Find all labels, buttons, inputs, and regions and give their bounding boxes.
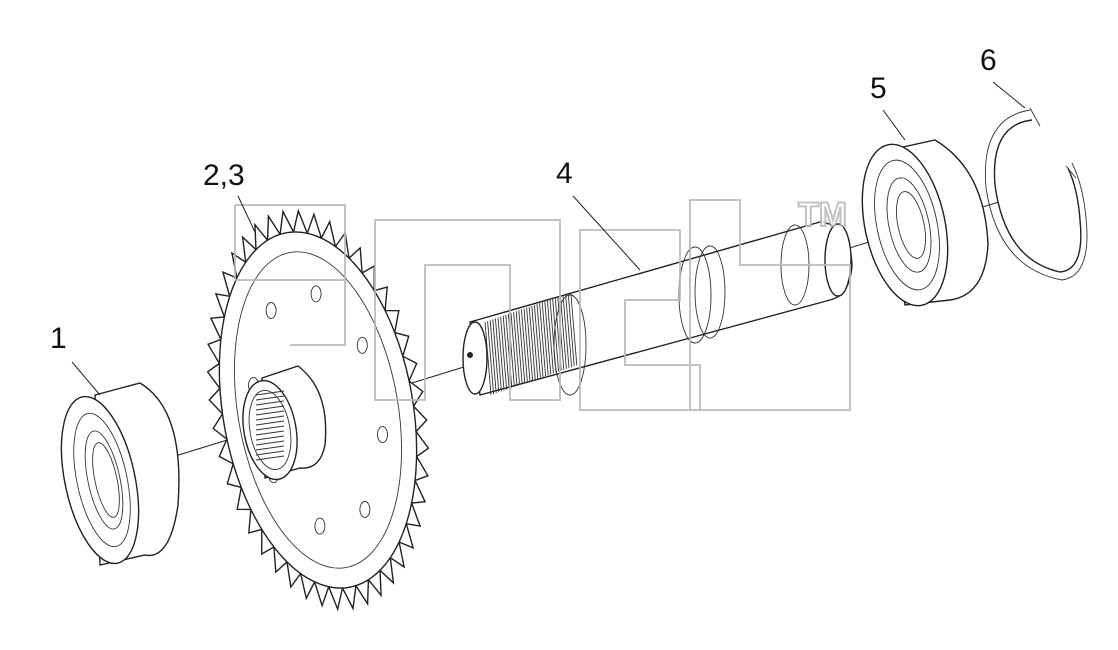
shaft-spline-line	[510, 312, 518, 387]
hub-spline-line	[255, 420, 285, 426]
shaft-spline-line	[562, 294, 570, 369]
shaft-spline-line	[515, 311, 523, 385]
shaft-spline-line	[492, 319, 500, 393]
hub-spline-line	[255, 400, 285, 406]
shaft-spline-line	[531, 305, 539, 379]
shaft-spline-line	[533, 304, 541, 378]
bolt-hole	[265, 302, 277, 319]
shaft-spline-line	[520, 309, 528, 383]
bolt-hole	[314, 517, 326, 535]
hub-splines	[255, 390, 285, 461]
shaft-spline-line	[559, 295, 567, 369]
callout-label-2-3: 2,3	[203, 159, 245, 192]
shaft-spline-line	[552, 298, 560, 372]
hub-spline-line	[255, 455, 285, 461]
callout-5: 5	[870, 72, 906, 141]
hub-spline-line	[255, 425, 285, 431]
shaft-spline-line	[518, 310, 526, 384]
hub-spline-line	[255, 430, 285, 436]
hub-spline-line	[255, 450, 285, 456]
shaft-spline-line	[494, 318, 502, 392]
shaft-spline-line	[536, 303, 544, 378]
callout-4: 4	[556, 157, 641, 271]
shaft-spline-line	[487, 321, 495, 395]
shaft-spline-line	[567, 293, 575, 367]
callout-label-6: 6	[980, 44, 997, 77]
bolt-hole	[377, 426, 388, 444]
bearing-left	[60, 382, 180, 566]
hub-spline-line	[255, 445, 285, 451]
callout-2-3: 2,3	[203, 159, 256, 233]
hub-spline-line	[255, 405, 285, 411]
shaft-spline-line	[565, 294, 573, 368]
hub-spline-line	[255, 435, 285, 441]
callout-6: 6	[980, 44, 1026, 109]
shaft-spline-line	[523, 308, 531, 382]
shaft-spline-line	[528, 306, 536, 380]
shaft-spline-line	[513, 312, 521, 386]
shaft-spline-line	[539, 303, 547, 377]
shaft	[462, 221, 853, 396]
shaft-spline-line	[489, 320, 497, 394]
shaft-spline-line	[502, 315, 510, 389]
shaft-spline-line	[500, 316, 508, 390]
bolt-hole	[356, 336, 368, 354]
shaft-spline-line	[546, 300, 554, 374]
callout-label-4: 4	[556, 157, 573, 190]
callout-1: 1	[50, 322, 101, 396]
hub-spline-line	[255, 410, 285, 416]
callout-label-5: 5	[870, 72, 887, 105]
shaft-spline-line	[497, 317, 505, 391]
callout-label-1: 1	[50, 322, 67, 355]
shaft-spline-line	[570, 292, 578, 366]
hub-spline-line	[255, 415, 285, 421]
gear	[206, 208, 430, 612]
bolt-hole	[359, 501, 371, 518]
bolt-hole	[310, 285, 322, 303]
shaft-spline-line	[526, 307, 534, 381]
shaft-spline-line	[541, 302, 549, 376]
hub-spline-line	[255, 440, 285, 446]
shaft-spline-line	[544, 301, 552, 375]
retaining-ring	[984, 107, 1088, 281]
watermark: TM	[234, 195, 851, 411]
hub-spline-line	[255, 395, 285, 401]
hub-spline-line	[255, 390, 285, 396]
bearing-right	[861, 139, 989, 307]
trademark-mark: TM	[798, 196, 847, 234]
shaft-spline-line	[484, 321, 492, 396]
